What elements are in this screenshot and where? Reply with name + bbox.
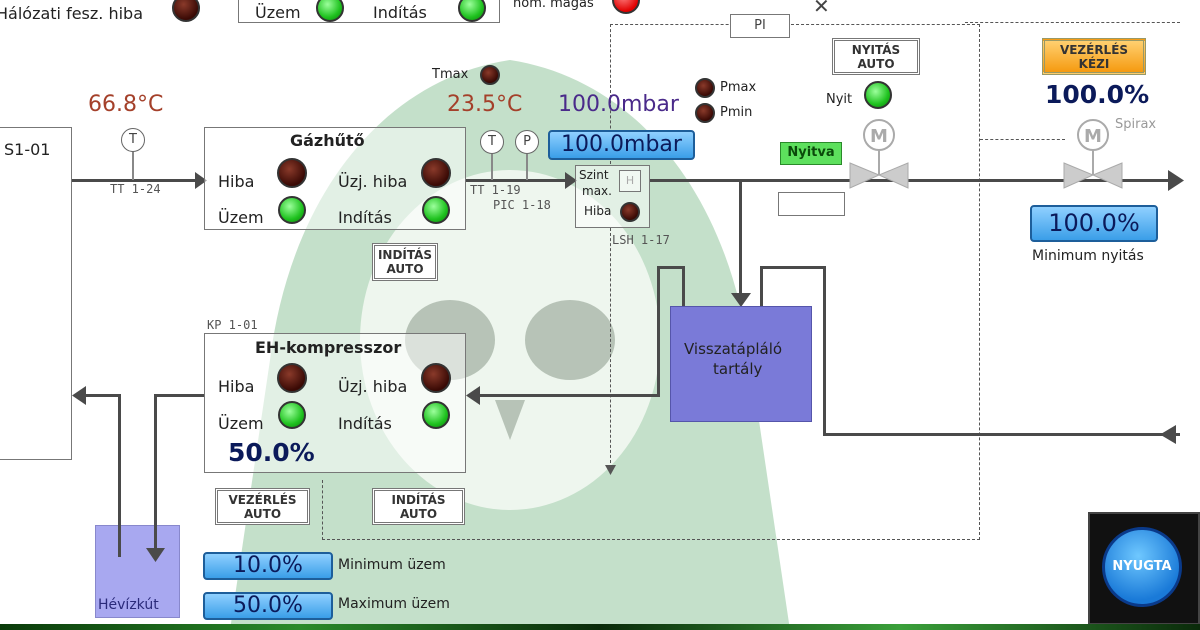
pi-label: PI <box>730 14 790 38</box>
pmin-lamp <box>695 103 715 123</box>
temp-high-lamp <box>612 0 640 14</box>
svg-text:M: M <box>1084 126 1102 147</box>
valve-status-badge: Nyitva <box>780 142 842 165</box>
acknowledge-button[interactable]: NYUGTA <box>1102 527 1182 607</box>
inlet-temp: 66.8°C <box>88 92 164 117</box>
gazhuto-uzj-hiba-lamp <box>421 158 451 188</box>
temp-sensor-icon: T <box>121 128 145 152</box>
top-inditas-lamp <box>458 0 486 22</box>
min-open-label: Minimum nyitás <box>1032 248 1144 264</box>
well-label: Hévízkút <box>98 597 159 613</box>
top-uzem-lamp <box>316 0 344 22</box>
top-uzem-label: Üzem <box>255 3 301 22</box>
valve-empty-field <box>778 192 845 216</box>
tt-1-19-tag: TT 1-19 <box>470 183 521 197</box>
valve2-output: 100.0% <box>1045 80 1150 109</box>
arrow-icon <box>195 172 207 189</box>
lsh-1-17-tag: LSH 1-17 <box>612 233 670 247</box>
gazhuto-uzem-label: Üzem <box>218 208 264 227</box>
compressor-hiba-lamp <box>277 363 307 393</box>
temp-sensor-icon: T <box>480 130 504 154</box>
compressor-inditas-label: Indítás <box>338 414 392 433</box>
arrow-icon <box>565 172 577 189</box>
max-operation-label: Maximum üzem <box>338 596 450 612</box>
gazhuto-inditas-label: Indítás <box>338 208 392 227</box>
arrow-icon <box>1168 170 1184 191</box>
gazhuto-hiba-lamp <box>277 158 307 188</box>
bottom-strip <box>0 624 1200 630</box>
pipe-inlet <box>72 179 200 182</box>
compressor-output: 50.0% <box>228 438 315 467</box>
nyit-label: Nyit <box>826 92 853 107</box>
compressor-uzj-hiba-label: Üzj. hiba <box>338 377 408 396</box>
tmax-label: Tmax <box>432 67 469 82</box>
min-open-input[interactable]: 100.0% <box>1030 205 1158 242</box>
s1-01-label: S1-01 <box>4 140 51 159</box>
s1-01-block[interactable] <box>0 127 72 460</box>
pmin-label: Pmin <box>720 105 753 120</box>
tank-label-2: tartály <box>713 360 763 378</box>
pressure-setpoint-input[interactable]: 100.0mbar <box>548 130 695 160</box>
gazhuto-uzj-hiba-label: Üzj. hiba <box>338 172 408 191</box>
pic-1-18-tag: PIC 1-18 <box>493 198 551 212</box>
min-operation-label: Minimum üzem <box>338 557 446 573</box>
gas-pressure: 100.0mbar <box>558 92 679 117</box>
return-tank[interactable] <box>670 306 812 422</box>
grid-fault-lamp <box>172 0 200 22</box>
spirax-label: Spirax <box>1115 117 1157 132</box>
szint-label: Szint <box>579 168 609 182</box>
hot-water-well[interactable] <box>95 525 180 618</box>
motor-valve-icon[interactable]: M <box>1062 118 1124 194</box>
compressor-title: EH-kompresszor <box>255 338 402 357</box>
grid-fault-label: Hálózati fesz. hiba <box>0 4 144 23</box>
gas-temp: 23.5°C <box>447 92 523 117</box>
level-hiba-lamp <box>620 202 640 222</box>
pmax-lamp <box>695 78 715 98</box>
pressure-sensor-icon: P <box>515 130 539 154</box>
compressor-uzem-lamp <box>278 401 306 429</box>
compressor-hiba-label: Hiba <box>218 377 255 396</box>
max-operation-input[interactable]: 50.0% <box>203 592 333 620</box>
motor-valve-icon[interactable]: M <box>848 118 910 194</box>
pmax-label: Pmax <box>720 80 757 95</box>
kp-1-01-tag: KP 1-01 <box>207 318 258 332</box>
svg-text:M: M <box>870 126 888 147</box>
tank-label-1: Visszatápláló <box>684 340 783 358</box>
gazhuto-uzem-lamp <box>278 196 306 224</box>
level-h-indicator: H <box>619 170 641 192</box>
gazhuto-title: Gázhűtő <box>290 131 365 150</box>
compressor-inditas-lamp <box>422 401 450 429</box>
top-inditas-label: Indítás <box>373 3 427 22</box>
gazhuto-hiba-label: Hiba <box>218 172 255 191</box>
tt-1-24-tag: TT 1-24 <box>110 182 161 196</box>
level-hiba-label: Hiba <box>584 204 612 218</box>
top-status-box <box>238 0 500 23</box>
gazhuto-inditas-lamp <box>422 196 450 224</box>
max-label: max. <box>582 184 612 198</box>
min-operation-input[interactable]: 10.0% <box>203 552 333 580</box>
close-icon[interactable]: ✕ <box>813 0 830 18</box>
compressor-uzem-label: Üzem <box>218 414 264 433</box>
nyit-lamp <box>864 81 892 109</box>
tmax-lamp <box>480 65 500 85</box>
compressor-uzj-hiba-lamp <box>421 363 451 393</box>
temp-high-label: hőm. magas <box>513 0 594 11</box>
compressor-block[interactable] <box>204 333 466 473</box>
